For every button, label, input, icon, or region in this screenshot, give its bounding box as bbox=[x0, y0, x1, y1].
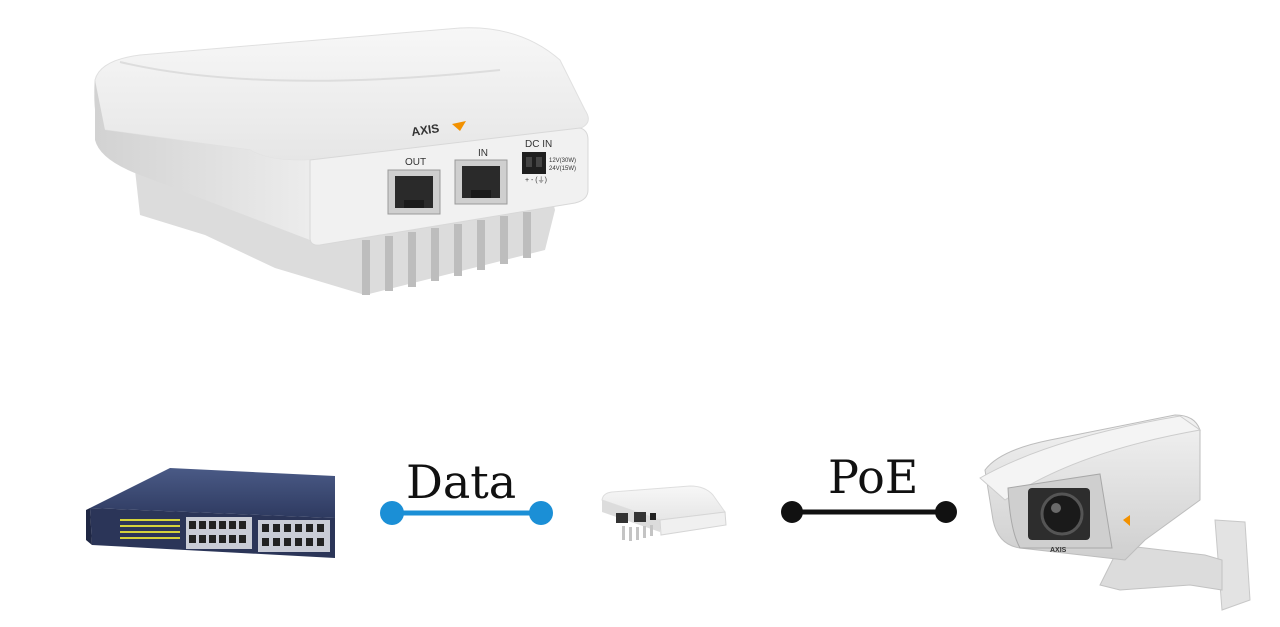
dc-in-label: DC IN bbox=[525, 139, 552, 150]
midspan-device-small bbox=[601, 485, 727, 541]
dc-power-jack[interactable] bbox=[522, 152, 546, 174]
camera-logo-mark bbox=[1123, 515, 1130, 526]
device-front bbox=[309, 127, 589, 246]
camera-brand-logo: AXIS bbox=[1050, 547, 1067, 554]
small-device-side bbox=[602, 500, 660, 532]
mount-arm bbox=[1099, 544, 1223, 591]
camera-lens-reflection bbox=[1051, 503, 1061, 513]
small-device-dc-jack bbox=[650, 513, 656, 520]
rating-line-2: 24V(15W) bbox=[549, 166, 576, 172]
switch-leds bbox=[120, 519, 180, 539]
brand-logo-mark bbox=[452, 121, 466, 131]
data-link-label: Data bbox=[406, 455, 516, 509]
brand-logo: AXIS bbox=[410, 121, 440, 139]
network-switch bbox=[86, 468, 335, 558]
rj45-port-out[interactable] bbox=[387, 169, 441, 215]
poe-link-endpoint-left bbox=[781, 501, 803, 523]
data-link-endpoint-right bbox=[529, 501, 553, 525]
small-device-port-in bbox=[634, 512, 646, 522]
small-device-port-out bbox=[616, 513, 628, 523]
switch-side bbox=[86, 508, 92, 545]
security-camera: AXIS bbox=[979, 414, 1251, 611]
data-link: Data bbox=[380, 455, 553, 525]
small-device-fins bbox=[622, 525, 653, 541]
midspan-device-large: AXIS OUT IN DC IN 12V(30W) 24V(15W) + - … bbox=[94, 27, 589, 295]
small-device-front bbox=[659, 511, 727, 536]
polarity-label: + - (⏚) bbox=[525, 176, 547, 184]
camera-sunshield bbox=[979, 415, 1202, 501]
poe-link: PoE bbox=[781, 450, 957, 523]
small-device-top bbox=[601, 485, 726, 521]
poe-link-label: PoE bbox=[828, 450, 918, 504]
device-seam bbox=[119, 61, 501, 82]
device-left-side bbox=[95, 80, 310, 240]
switch-ports bbox=[186, 517, 330, 552]
data-link-endpoint-left bbox=[380, 501, 404, 525]
port-out-label: OUT bbox=[405, 157, 426, 168]
poe-link-endpoint-right bbox=[935, 501, 957, 523]
rj45-port-in[interactable] bbox=[454, 159, 508, 205]
rating-line-1: 12V(30W) bbox=[549, 158, 576, 164]
port-in-label: IN bbox=[478, 148, 488, 159]
cooling-fins bbox=[362, 212, 531, 295]
switch-top bbox=[90, 468, 335, 518]
camera-lens bbox=[1040, 492, 1084, 536]
